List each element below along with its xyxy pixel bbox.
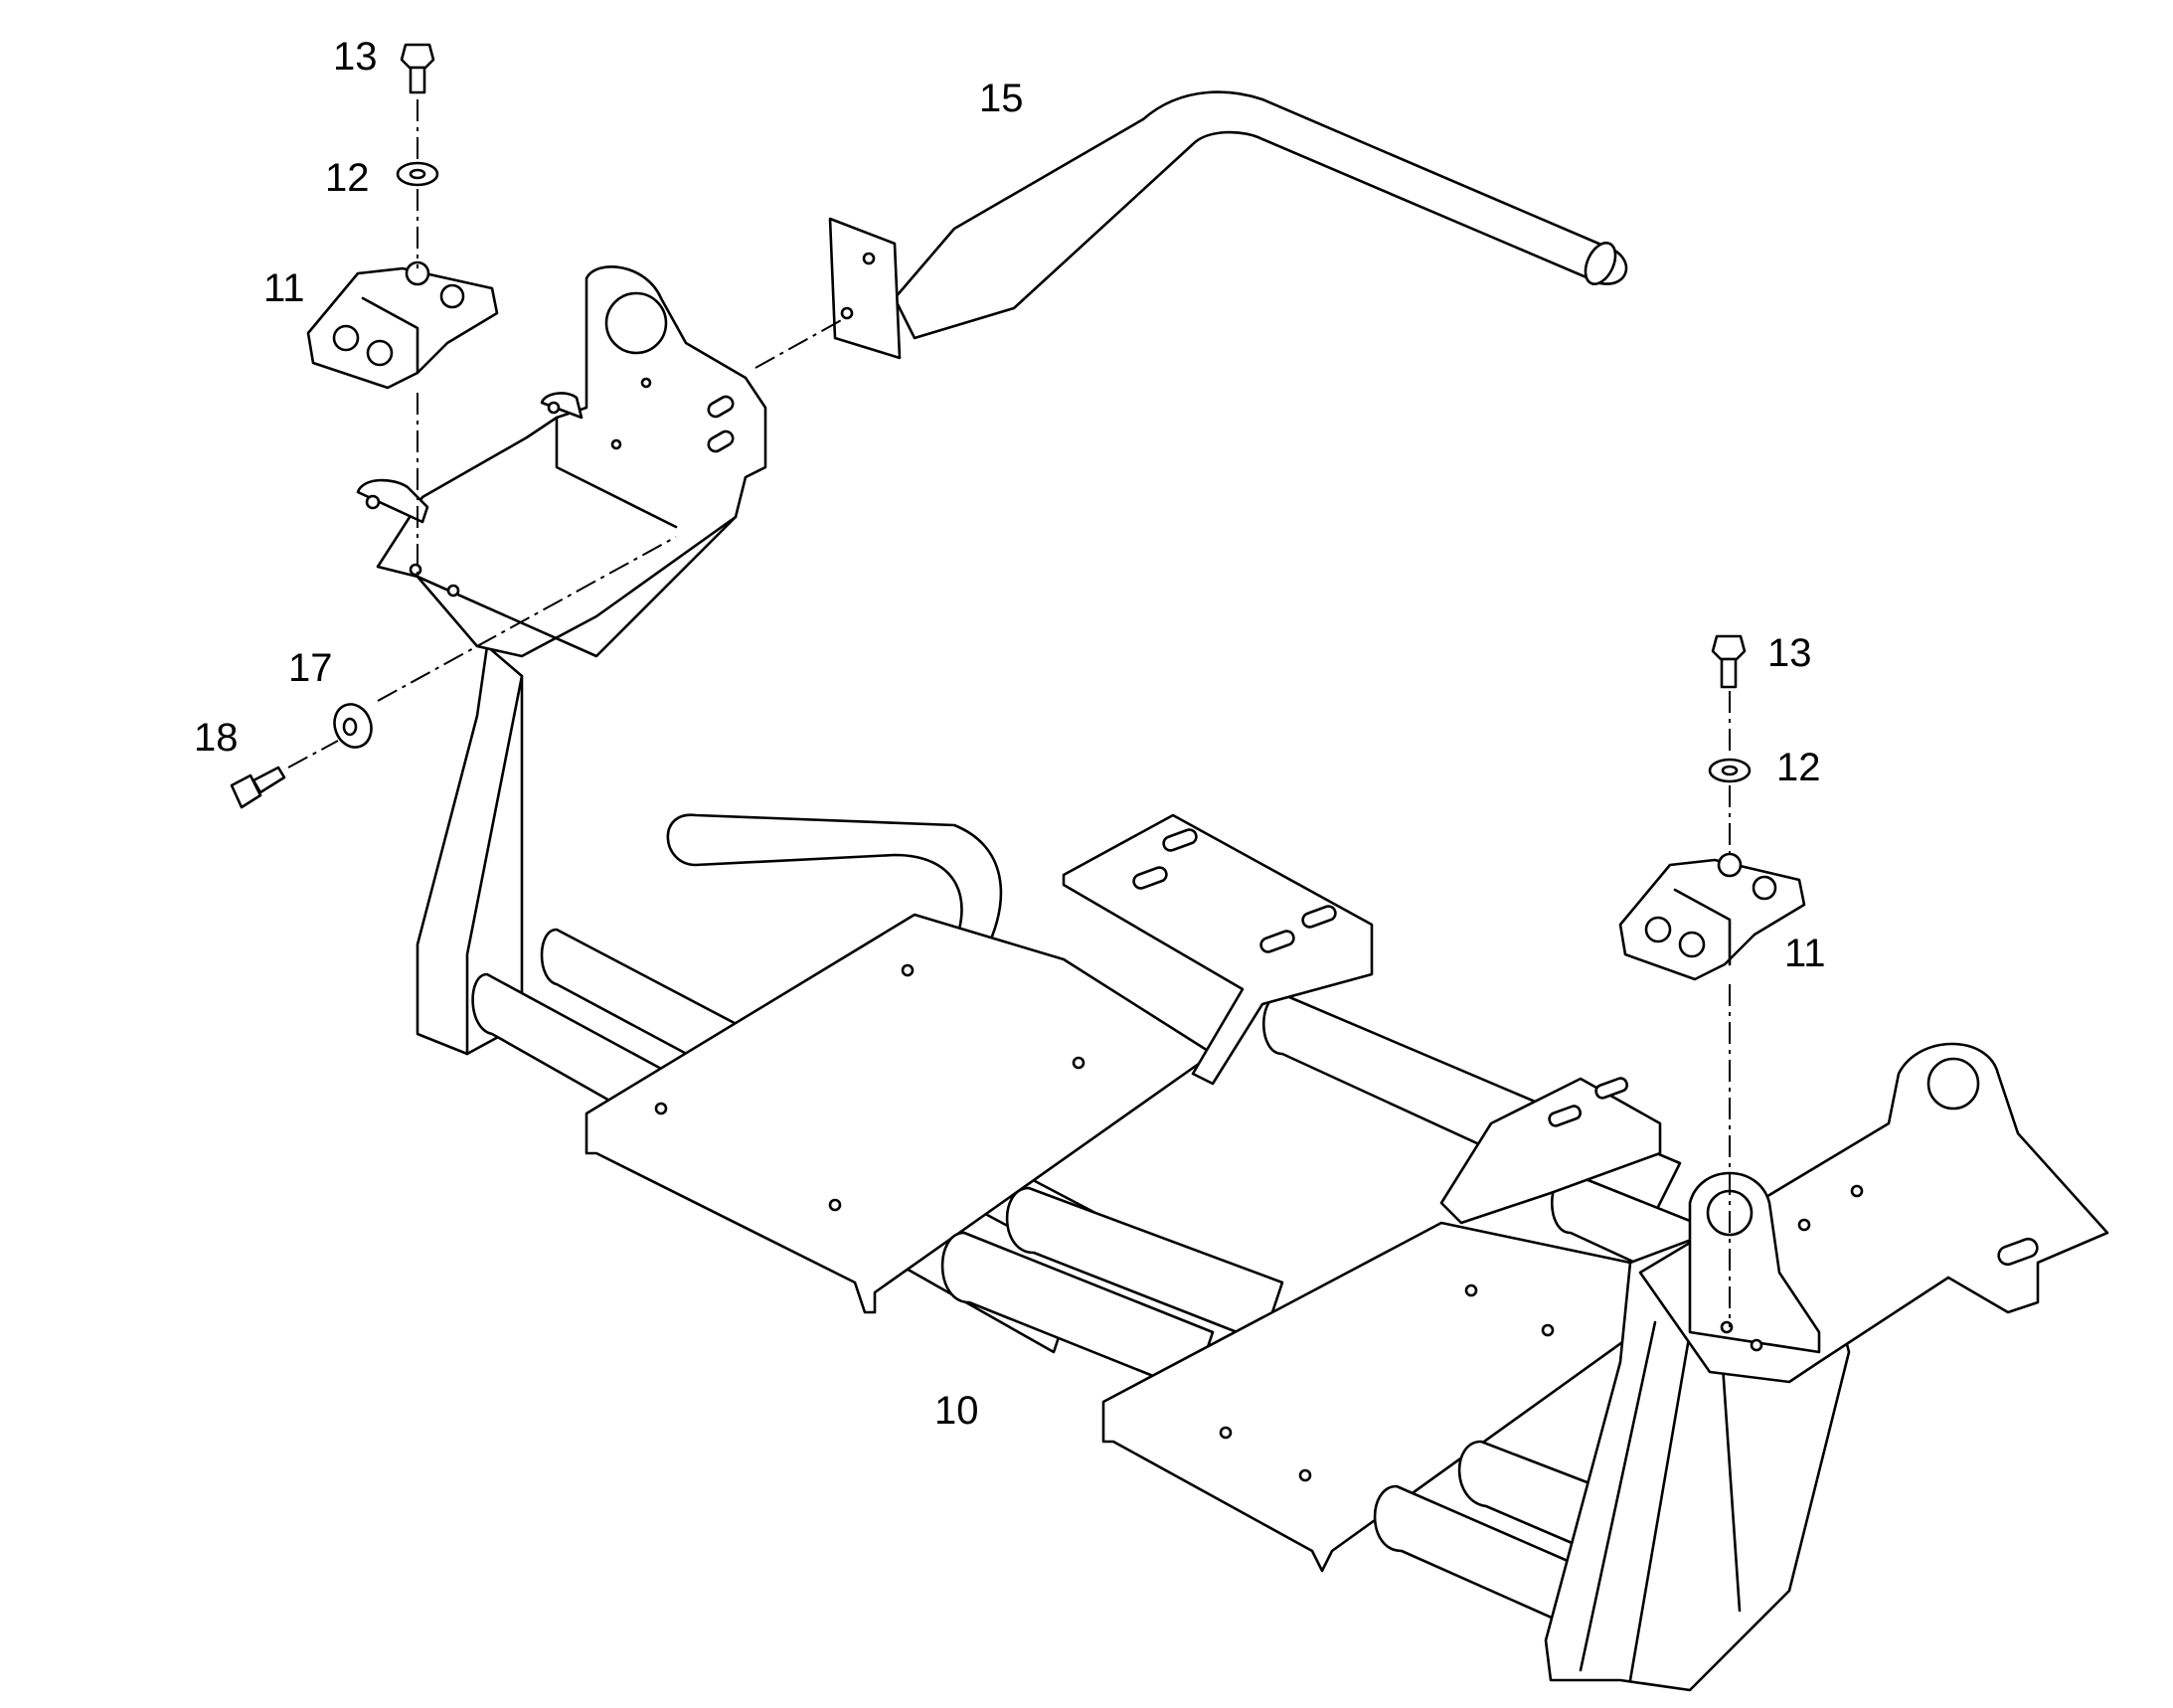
hinge-left xyxy=(306,260,499,390)
callout-labels: 13 12 11 15 17 18 13 12 11 10 xyxy=(194,35,1826,1433)
callout-10: 10 xyxy=(934,1389,979,1433)
callout-17: 17 xyxy=(288,646,333,690)
upper-left-bracket xyxy=(356,265,767,658)
main-frame xyxy=(416,644,2109,1692)
callout-18: 18 xyxy=(194,716,239,760)
callout-13-right: 13 xyxy=(1767,631,1812,675)
washer-17 xyxy=(333,703,373,749)
callout-11-right: 11 xyxy=(1784,932,1826,975)
bolt-left xyxy=(400,43,435,94)
callout-12-top: 12 xyxy=(325,156,370,200)
bolt-right xyxy=(1711,634,1747,689)
washer-left xyxy=(396,161,439,187)
callout-11-top: 11 xyxy=(263,266,305,310)
bolt-18 xyxy=(230,766,286,809)
center-lines xyxy=(287,99,1731,1327)
hinge-right xyxy=(1618,852,1806,981)
callout-13-top: 13 xyxy=(333,35,378,79)
callout-15: 15 xyxy=(979,77,1024,120)
washer-right xyxy=(1708,758,1752,783)
callout-12-right: 12 xyxy=(1776,746,1821,789)
handle-rod xyxy=(828,90,1628,360)
